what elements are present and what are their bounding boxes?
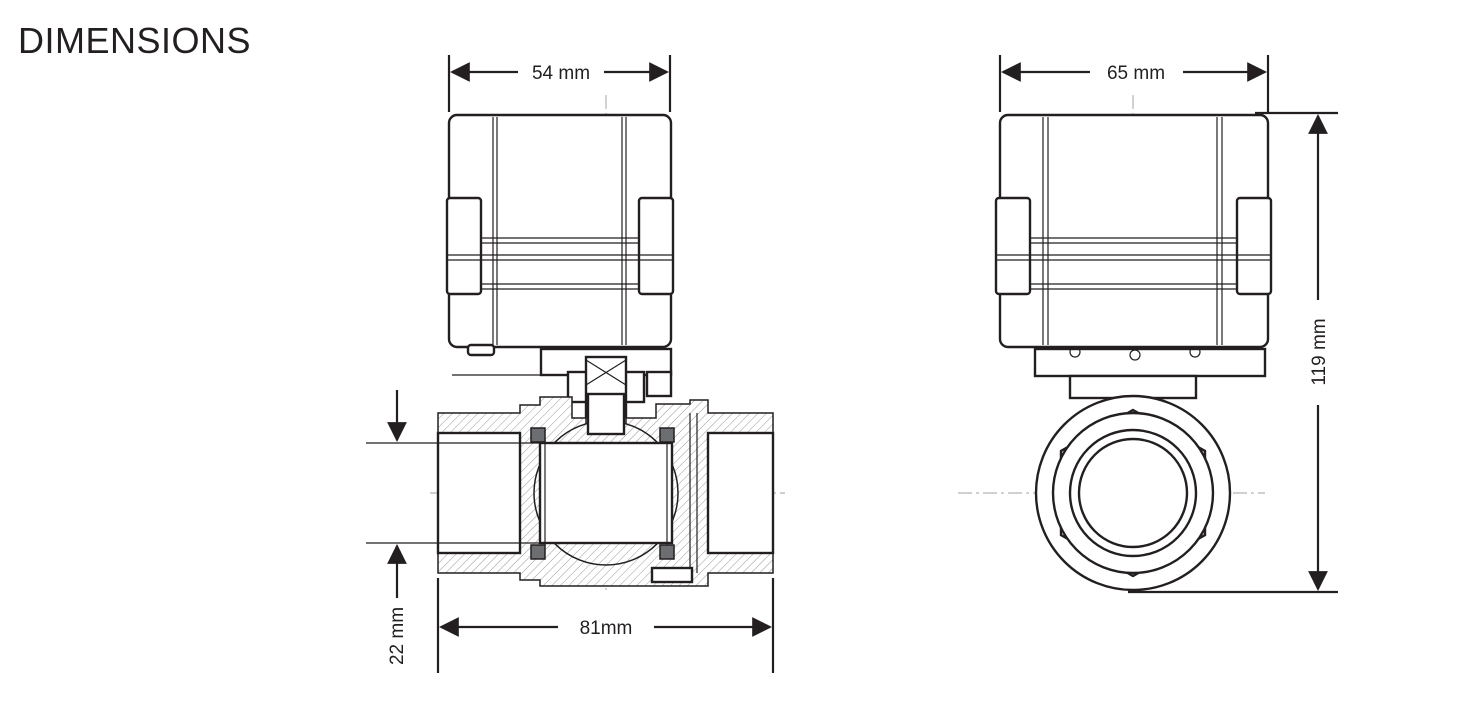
dimension-54mm: 54 mm xyxy=(447,55,672,112)
side-view: 65 mm 119 mm xyxy=(958,55,1338,594)
side-pipe-end xyxy=(1034,394,1232,592)
dimension-65mm: 65 mm xyxy=(998,55,1270,112)
front-view: 54 mm 81mm 22 mm xyxy=(366,55,785,673)
dimension-81mm: 81mm xyxy=(436,578,775,673)
front-actuator xyxy=(445,113,675,357)
front-width-label: 54 mm xyxy=(532,63,590,84)
side-bracket xyxy=(1033,346,1267,400)
page-title: DIMENSIONS xyxy=(18,20,252,61)
side-width-label: 65 mm xyxy=(1107,63,1165,84)
dimension-22mm: 22 mm xyxy=(387,390,408,665)
dimension-119mm: 119 mm xyxy=(1128,111,1338,594)
side-actuator xyxy=(994,113,1273,349)
bore-diameter-label: 22 mm xyxy=(387,607,408,665)
body-length-label: 81mm xyxy=(580,618,633,639)
front-valve-body xyxy=(366,392,775,587)
total-height-label: 119 mm xyxy=(1309,318,1330,385)
